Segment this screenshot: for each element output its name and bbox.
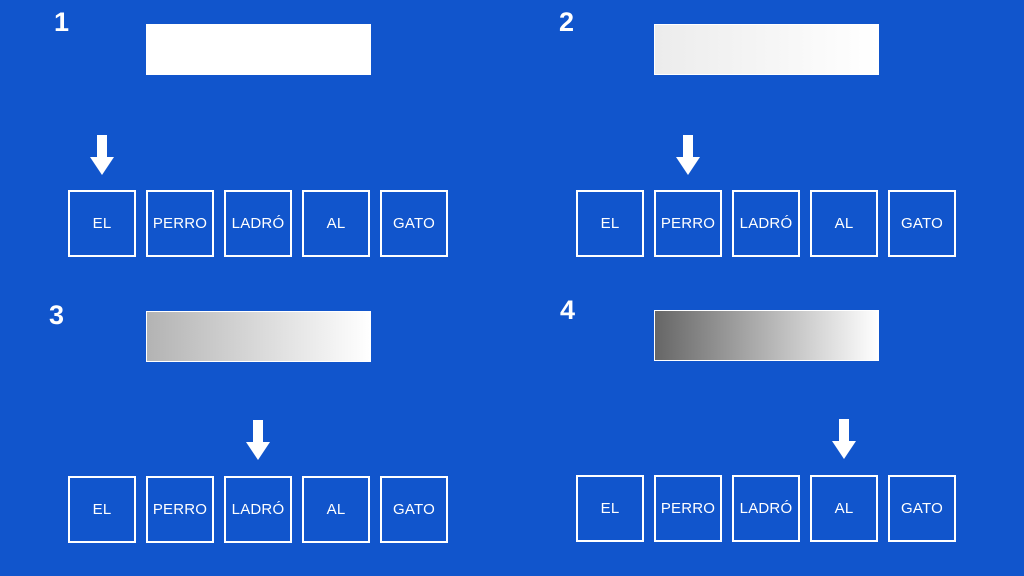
word-box-gato: GATO	[888, 475, 956, 542]
word-box-perro: PERRO	[146, 476, 214, 543]
word-box-ladro: LADRÓ	[224, 476, 292, 543]
state-bar	[654, 24, 879, 75]
word-box-al: AL	[810, 475, 878, 542]
state-bar	[146, 311, 371, 362]
word-box-el: EL	[576, 190, 644, 257]
word-box-al: AL	[302, 476, 370, 543]
down-arrow-icon	[832, 419, 856, 459]
word-box-al: AL	[302, 190, 370, 257]
word-box-ladro: LADRÓ	[224, 190, 292, 257]
word-box-ladro: LADRÓ	[732, 190, 800, 257]
step-number: 3	[49, 300, 65, 330]
step-panel-3: 3 EL PERRO LADRÓ AL GATO	[0, 286, 512, 574]
word-box-gato: GATO	[380, 190, 448, 257]
down-arrow-icon	[246, 420, 270, 460]
state-bar	[146, 24, 371, 75]
word-box-el: EL	[68, 476, 136, 543]
step-panel-2: 2 EL PERRO LADRÓ AL GATO	[508, 0, 1020, 288]
word-box-perro: PERRO	[654, 190, 722, 257]
step-number: 2	[559, 7, 575, 37]
word-box-ladro: LADRÓ	[732, 475, 800, 542]
down-arrow-icon	[90, 135, 114, 175]
word-box-gato: GATO	[380, 476, 448, 543]
word-box-el: EL	[68, 190, 136, 257]
word-box-perro: PERRO	[146, 190, 214, 257]
step-panel-1: 1 EL PERRO LADRÓ AL GATO	[0, 0, 512, 288]
step-number: 1	[54, 7, 70, 37]
word-box-gato: GATO	[888, 190, 956, 257]
word-box-perro: PERRO	[654, 475, 722, 542]
word-box-el: EL	[576, 475, 644, 542]
word-box-al: AL	[810, 190, 878, 257]
step-panel-4: 4 EL PERRO LADRÓ AL GATO	[508, 286, 1020, 574]
state-bar	[654, 310, 879, 361]
step-number: 4	[560, 295, 576, 325]
down-arrow-icon	[676, 135, 700, 175]
